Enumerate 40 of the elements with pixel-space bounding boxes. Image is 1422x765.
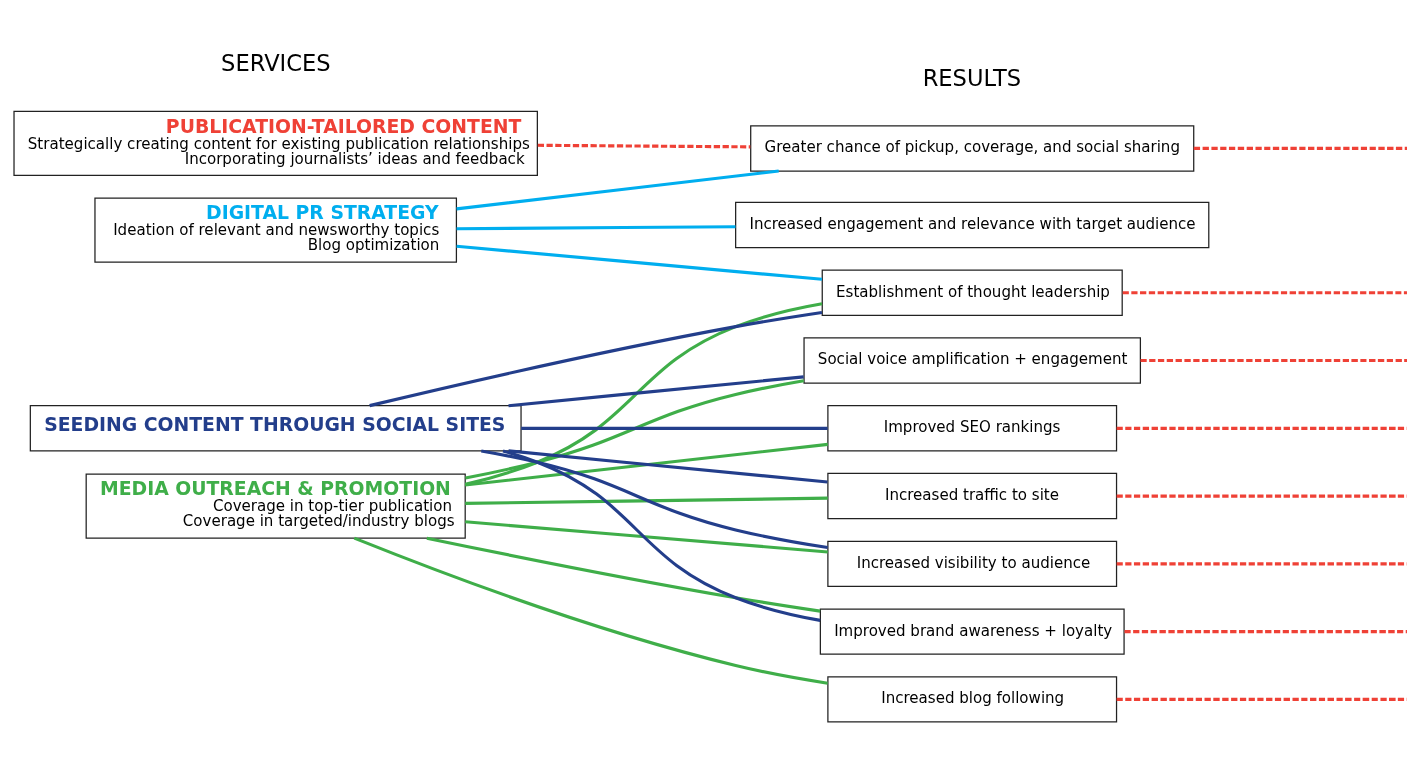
connector (456, 244, 823, 281)
connector (456, 225, 736, 231)
connector (465, 520, 828, 554)
node-box: Greater chance of pickup, coverage, and social sharing (750, 125, 1195, 172)
connector (502, 449, 821, 622)
connector (1193, 146, 1407, 150)
node-box: DIGITAL PR STRATEGY Ideation of relevant and newsworthy topics Blog optimization (94, 197, 458, 263)
connector (537, 143, 751, 149)
connector (369, 310, 823, 408)
node-box: PUBLICATION-TAILORED CONTENT Strategically creating content for existing publication relationships Incorporating journalists’ ideas and feedback (13, 110, 538, 177)
connector (1140, 358, 1407, 363)
connector (353, 536, 828, 685)
node-box: MEDIA OUTREACH & PROMOTION Coverage in top-tier publication Coverage in targeted/industry blogs (85, 473, 466, 539)
node-box: Establishment of thought leadership (821, 269, 1123, 316)
node-box: Increased visibility to audience (827, 540, 1118, 588)
connector (1116, 426, 1407, 430)
label: SERVICES (221, 50, 331, 77)
connector (465, 442, 828, 487)
connector (521, 426, 828, 430)
connector (1116, 697, 1407, 701)
connector (426, 536, 821, 613)
node-box: Improved brand awareness + loyalty (819, 608, 1125, 655)
connector (508, 375, 804, 408)
connector (1116, 562, 1407, 566)
node-box: SEEDING CONTENT THROUGH SOCIAL SITES (29, 405, 522, 452)
connector (481, 449, 828, 550)
node-box: Increased traffic to site (827, 472, 1118, 520)
connector (464, 302, 823, 486)
label: RESULTS (922, 65, 1022, 92)
connector (456, 169, 779, 211)
node-box: Increased engagement and relevance with target audience (735, 201, 1210, 249)
connector (465, 379, 804, 480)
node-box: Improved SEO rankings (827, 405, 1118, 452)
connector (1122, 291, 1407, 295)
connector (465, 496, 828, 505)
connector (508, 449, 828, 484)
node-box: Increased blog following (827, 676, 1118, 723)
connector (1124, 630, 1407, 634)
connector (1116, 494, 1407, 498)
node-box: Social voice amplification + engagement (803, 337, 1142, 384)
